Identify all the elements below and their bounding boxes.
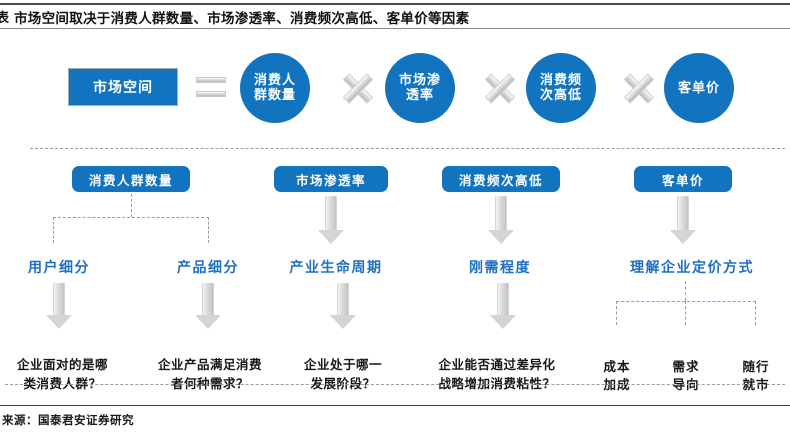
column-box-2-label: 市场渗透率 — [295, 173, 366, 188]
factor-circle-1: 消费人 群数量 — [240, 53, 310, 123]
factor-4-line1: 客单价 — [677, 79, 720, 95]
factor-circle-2: 市场渗 透率 — [385, 53, 455, 123]
bracket-stem-col4 — [685, 281, 686, 301]
sub-item-4-1-text: 成本 加成 — [603, 360, 631, 393]
column-box-2: 市场渗透率 — [274, 166, 388, 192]
section-divider-top — [30, 148, 785, 149]
driver-label-4-1: 理解企业定价方式 — [607, 257, 777, 277]
factor-3-line2: 次高低 — [539, 87, 582, 102]
column-box-3-label: 消费频次高低 — [458, 173, 543, 188]
bracket-span-col1 — [53, 217, 209, 218]
multiply-icon-1 — [341, 71, 375, 105]
question-3-1: 企业能否通过差异化 战略增加消费粘性？ — [418, 337, 576, 393]
multiply-icon-2 — [483, 71, 517, 105]
column-box-3: 消费频次高低 — [442, 166, 560, 192]
bracket-leg-col4-c — [755, 301, 756, 325]
figure-title-bar: 表 市场空间取决于消费人群数量、市场渗透率、消费频次高低、客单价等因素 — [0, 3, 790, 29]
question-3-1-text: 企业能否通过差异化 战略增加消费粘性？ — [438, 357, 556, 391]
driver-label-3-1: 刚需程度 — [455, 257, 545, 277]
arrow-down-col3 — [488, 196, 514, 244]
arrow-down-col2 — [318, 196, 344, 244]
arrow-down-driver-2-1 — [330, 283, 356, 329]
bracket-leg-col1-a — [53, 217, 54, 243]
column-box-1-label: 消费人群数量 — [88, 173, 173, 188]
sub-item-4-3: 随行 就市 — [730, 340, 782, 394]
source-rule — [0, 405, 790, 406]
driver-label-1-1-text: 用户细分 — [28, 261, 90, 276]
arrow-down-driver-1-1 — [46, 283, 72, 329]
sub-item-4-3-text: 随行 就市 — [742, 360, 770, 393]
sub-item-4-2-text: 需求 导向 — [672, 360, 700, 393]
arrow-down-col4 — [670, 196, 696, 244]
source-note: 来源：国泰君安证券研究 — [2, 415, 134, 427]
driver-label-1-1: 用户细分 — [14, 257, 104, 277]
factor-1-line2: 群数量 — [253, 87, 296, 102]
driver-label-2-1-text: 产业生命周期 — [289, 261, 383, 276]
equation-result-box: 市场空间 — [68, 68, 178, 106]
question-2-1-text: 企业处于哪一 发展阶段？ — [303, 357, 382, 391]
question-2-1: 企业处于哪一 发展阶段？ — [284, 337, 402, 393]
question-1-2: 企业产品满足消费 者何种需求？ — [140, 337, 280, 393]
driver-label-2-1: 产业生命周期 — [275, 257, 397, 277]
driver-label-4-1-text: 理解企业定价方式 — [630, 261, 754, 276]
sub-item-4-1: 成本 加成 — [591, 340, 643, 394]
multiply-icon-3 — [622, 71, 656, 105]
question-1-2-text: 企业产品满足消费 者何种需求？ — [157, 357, 262, 391]
column-box-4-label: 客单价 — [661, 173, 704, 188]
driver-label-1-2-text: 产品细分 — [177, 261, 239, 276]
sub-item-4-2: 需求 导向 — [660, 340, 712, 394]
bracket-leg-col4-a — [616, 301, 617, 325]
arrow-down-driver-3-1 — [490, 283, 516, 329]
bracket-span-col4 — [616, 301, 756, 302]
factor-circle-4: 客单价 — [664, 53, 734, 123]
question-1-1: 企业面对的是哪 类消费人群？ — [0, 337, 125, 393]
column-box-1: 消费人群数量 — [72, 166, 190, 192]
equals-icon — [196, 77, 226, 99]
driver-label-1-2: 产品细分 — [163, 257, 253, 277]
bracket-leg-col1-b — [208, 217, 209, 243]
factor-3-line1: 消费频 — [539, 72, 582, 88]
factor-circle-3: 消费频 次高低 — [526, 53, 596, 123]
arrow-down-driver-1-2 — [195, 283, 221, 329]
driver-label-3-1-text: 刚需程度 — [469, 261, 531, 276]
equation-result-label: 市场空间 — [93, 81, 153, 96]
figure-label-prefix: 表 — [0, 10, 10, 25]
section-divider-bottom — [5, 384, 785, 385]
bracket-leg-col4-b — [685, 301, 686, 325]
question-1-1-text: 企业面对的是哪 类消费人群？ — [16, 357, 108, 391]
factor-1-line1: 消费人 — [253, 72, 296, 88]
bracket-stem-col1 — [131, 194, 132, 217]
factor-2-line1: 市场渗 — [398, 72, 441, 88]
column-box-4: 客单价 — [634, 166, 732, 192]
factor-2-line2: 透率 — [405, 87, 434, 102]
page-title: 市场空间取决于消费人群数量、市场渗透率、消费频次高低、客单价等因素 — [14, 10, 470, 26]
